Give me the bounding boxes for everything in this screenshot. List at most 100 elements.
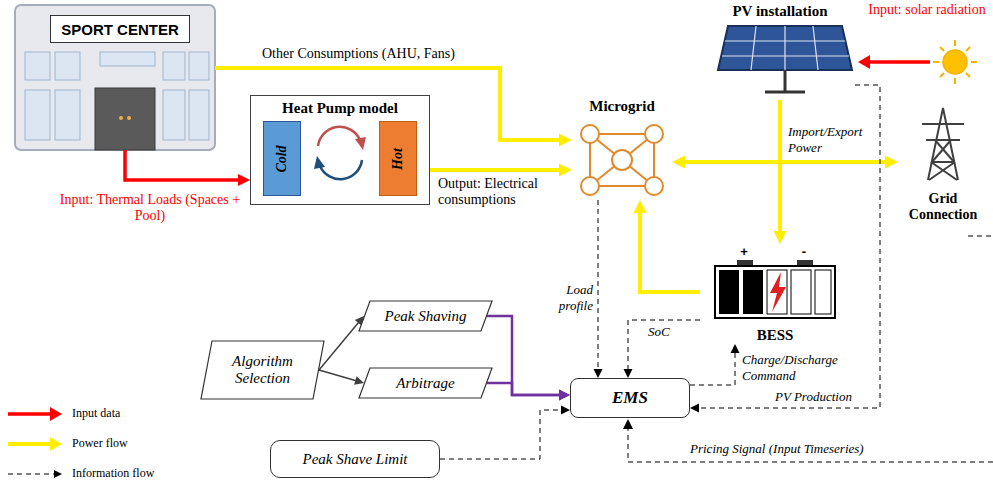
annotation-label: Input: Thermal Loads (Spaces + Pool) <box>55 192 245 224</box>
node-text: - <box>796 244 812 258</box>
node-text: EMS <box>612 388 648 408</box>
connector-line <box>319 321 360 370</box>
connector-line <box>430 168 563 172</box>
arrowhead <box>634 200 647 213</box>
mode-parallelogram: Peak Shaving <box>358 300 493 332</box>
algorithm-parallelogram: Algorithm Selection <box>200 340 325 400</box>
information-flow-arrow <box>624 320 701 378</box>
legend-text: Power flow <box>72 436 128 451</box>
pricing-signal-line <box>623 419 993 462</box>
arrowhead <box>559 390 570 401</box>
node-text: PV installation <box>705 3 855 20</box>
mode-parallelogram: Arbitrage <box>358 367 493 399</box>
connector-line <box>778 100 782 235</box>
connector-label: Load profile <box>533 282 593 314</box>
legend-text: Input data <box>72 406 120 421</box>
node-text: BESS <box>700 327 850 344</box>
annotation-label: Import/Export Power <box>788 124 874 156</box>
information-flow-arrow <box>690 85 880 413</box>
building-illustration <box>15 5 215 150</box>
arrowhead <box>731 344 740 353</box>
connector-line <box>125 150 242 180</box>
pv-panel-icon <box>718 26 852 92</box>
arrowhead <box>672 156 685 169</box>
selection-arrow <box>319 316 364 370</box>
information-flow-arrow <box>440 406 570 460</box>
heat-pump-cycle <box>314 127 366 179</box>
node-text: Cold <box>274 145 290 172</box>
node-text: Peak Shave Limit <box>303 451 408 468</box>
connector-line <box>319 370 358 381</box>
arrowhead <box>594 369 603 378</box>
solar-input-arrow <box>858 55 930 69</box>
heat-pump-box: Heat Pump modelCold Hot <box>250 95 430 205</box>
arrowhead <box>624 369 633 378</box>
connector-line <box>487 316 562 395</box>
input-data-arrow <box>125 150 250 186</box>
arrowhead <box>354 376 364 385</box>
cold-side-box: Cold <box>263 121 301 196</box>
node-text: Algorithm Selection <box>200 353 325 387</box>
limit-box: Peak Shave Limit <box>270 440 440 478</box>
connector-line <box>598 200 599 372</box>
power-flow-arrow <box>774 100 787 244</box>
pv-node: PV installation <box>705 3 855 100</box>
ems-box: EMS <box>570 378 690 418</box>
arrowhead <box>561 406 570 415</box>
arrowhead <box>238 174 250 186</box>
sun-icon <box>933 40 977 84</box>
arrowhead <box>559 164 572 177</box>
arrowhead <box>559 134 572 147</box>
connector-label: Charge/Discharge Command <box>742 352 864 384</box>
power-flow-arrow <box>634 200 701 292</box>
power-flow-arrow <box>672 156 898 169</box>
connector-label: Other Consumptions (AHU, Fans) <box>262 46 455 62</box>
annotation-label: Input: solar radiation <box>866 2 988 18</box>
arrowhead <box>559 390 570 401</box>
microgrid-icon <box>581 125 663 195</box>
node-text: Microgrid <box>572 98 672 115</box>
parallelogram-shape <box>359 368 492 398</box>
connector-label: PV Production <box>775 389 852 405</box>
node-text: Grid Connection <box>898 191 988 223</box>
node-text: Peak Shaving <box>384 308 466 325</box>
connector-line <box>690 350 735 385</box>
algorithm-bracket-arrow <box>487 316 570 401</box>
parallelogram-shape <box>201 341 324 399</box>
information-flow-arrow <box>690 344 740 385</box>
building-node: SPORT CENTER <box>15 5 215 150</box>
legend-text: Information flow <box>72 466 154 481</box>
bess-node: + - BESS <box>700 244 850 344</box>
algorithm-bracket-arrow <box>487 383 570 401</box>
connector-line <box>487 383 562 395</box>
microgrid-node: Microgrid <box>572 98 672 200</box>
parallelogram-shape <box>359 301 492 331</box>
node-text: Hot <box>390 148 406 170</box>
arrowhead <box>885 156 898 169</box>
battery-icon <box>715 260 835 318</box>
grid-tower-icon <box>922 108 964 180</box>
information-flow-arrow <box>594 200 603 378</box>
node-text: Heat Pump model <box>251 100 429 117</box>
annotation-label: Pricing Signal (Input Timeseries) <box>690 441 864 457</box>
legend-samples <box>8 407 62 478</box>
annotation-label: Output: Electrical consumptions <box>438 176 563 208</box>
connector-line <box>628 320 700 372</box>
connector-line <box>440 410 564 459</box>
connector-line <box>681 160 889 164</box>
node-text: SPORT CENTER <box>50 15 190 43</box>
connector-line <box>696 85 880 408</box>
power-flow-arrow <box>430 164 572 177</box>
connector-line <box>640 209 700 292</box>
grid-link-line <box>968 236 993 237</box>
hot-side-box: Hot <box>379 121 417 196</box>
grid-node: Grid Connection <box>898 105 988 223</box>
selection-arrow <box>319 370 364 385</box>
arrowhead <box>774 231 787 244</box>
node-text: + <box>736 244 752 258</box>
arrowhead <box>690 404 699 413</box>
node-text: Arbitrage <box>396 375 454 392</box>
